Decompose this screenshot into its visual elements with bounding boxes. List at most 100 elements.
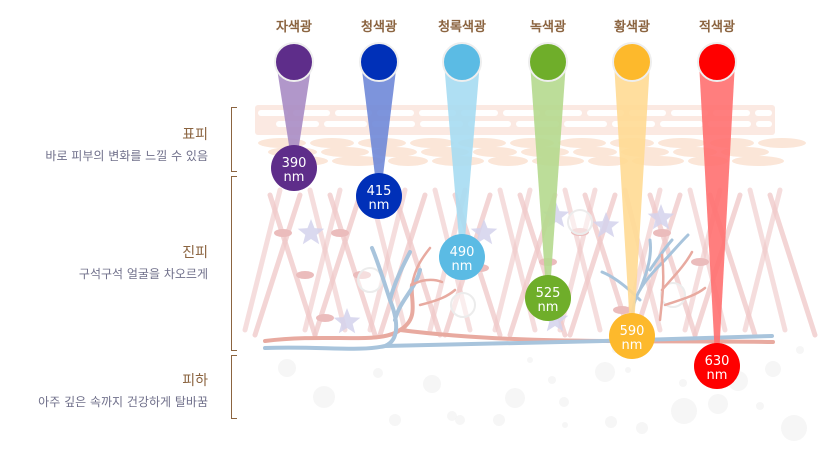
epidermal-cell (321, 147, 369, 157)
fat-cell (625, 367, 631, 373)
wavelength-badge-blue (356, 173, 402, 219)
capillary-left (410, 246, 457, 307)
corneum-brick (468, 121, 511, 127)
corneum-band (255, 105, 775, 135)
beam-red (699, 62, 735, 366)
beam-yellow (614, 62, 650, 336)
epidermal-cell (388, 156, 428, 166)
corneum-brick (564, 121, 607, 127)
wavelength-value-blue: 415 (367, 184, 392, 199)
wavelength-badge-yellow (609, 313, 655, 359)
corneum-brick (671, 110, 708, 116)
collagen-fiber (367, 187, 408, 333)
blood-vessels (263, 233, 775, 351)
corneum-brick (335, 110, 372, 116)
beam-blue (361, 62, 397, 196)
bracket-dermis (231, 176, 237, 351)
epidermal-cell (332, 156, 384, 166)
light-label-red: 적색광 (699, 20, 735, 35)
wavelength-value-red: 630 (705, 354, 730, 369)
fibroblast-star (470, 219, 498, 245)
fat-cell (756, 402, 764, 410)
epidermal-cell (410, 138, 454, 148)
collagen-fiber (327, 192, 378, 338)
collagen-crosslink (296, 271, 314, 279)
beam-cyan (444, 62, 480, 257)
fat-cell (505, 388, 525, 408)
ring-cells (357, 209, 686, 318)
fat-cell (708, 394, 728, 414)
collagen-fiber (632, 192, 683, 338)
source-circle-blue (359, 42, 399, 82)
light-label-yellow: 황색광 (614, 20, 650, 35)
epidermal-cell (310, 138, 354, 148)
wavelength-unit-yellow: nm (622, 338, 643, 353)
epidermal-cell (558, 138, 606, 148)
fat-cell (559, 397, 569, 407)
wavelength-value-yellow: 590 (620, 324, 645, 339)
fat-cell (796, 346, 804, 354)
corneum-brick (756, 121, 772, 127)
fat-cell (455, 415, 465, 425)
wavelength-badge-cyan (439, 234, 485, 280)
ring-cell (450, 292, 476, 318)
layer-hypodermis: 피하 아주 깊은 속까지 건강하게 탈바꿈 (38, 372, 208, 410)
fat-cell (493, 414, 505, 426)
fat-cell (679, 379, 687, 387)
epidermal-cell (488, 156, 528, 166)
collagen-fiber (302, 187, 343, 333)
fat-cell (548, 376, 556, 384)
bracket-epidermis (231, 107, 237, 172)
light-label-green: 녹색광 (530, 20, 566, 35)
fibroblast-star (542, 202, 570, 228)
collagen-fiber (242, 187, 283, 333)
fibroblast-star (647, 204, 675, 230)
epidermal-cell (732, 156, 784, 166)
fat-cell (781, 415, 807, 441)
epidermal-cell (473, 147, 517, 157)
fibroblast-star (297, 219, 325, 245)
source-circle-red (697, 42, 737, 82)
corneum-brick (419, 110, 456, 116)
layer-desc-dermis: 구석구석 얼굴을 차오르게 (78, 267, 208, 281)
wavelength-unit-cyan: nm (452, 259, 473, 274)
wavelength-badge-red (694, 343, 740, 389)
wavelength-value-violet: 390 (282, 156, 307, 171)
fat-cell (447, 411, 457, 421)
layer-epidermis: 표피 바로 피부의 변화를 느낄 수 있음 (45, 126, 208, 164)
corneum-brick (258, 110, 288, 116)
collagen-crosslink (331, 229, 349, 237)
light-label-cyan: 청록색광 (438, 20, 486, 35)
corneum-brick (660, 121, 703, 127)
epidermal-cell (632, 156, 684, 166)
beam-violet (276, 62, 312, 168)
collagen-fiber (742, 187, 783, 333)
source-circle-green (528, 42, 568, 82)
wavelength-value-cyan: 490 (450, 245, 475, 260)
fat-cell (595, 362, 615, 382)
collagen-crosslink (274, 229, 292, 237)
fat-cell (389, 414, 401, 426)
wavelength-value-green: 525 (536, 286, 561, 301)
stratum-corneum (255, 105, 775, 135)
fat-cell (671, 398, 697, 424)
fat-cell (373, 368, 383, 378)
collagen-crosslink (653, 229, 671, 237)
layer-desc-hypodermis: 아주 깊은 속까지 건강하게 탈바꿈 (38, 395, 208, 409)
vein-branch-right (600, 233, 690, 322)
collagen-fiber (492, 187, 533, 333)
epidermal-cell (721, 147, 769, 157)
layer-name-hypodermis: 피하 (182, 373, 208, 389)
wavelength-unit-red: nm (707, 368, 728, 383)
layer-name-epidermis: 표피 (182, 127, 208, 143)
collagen-fiber (252, 192, 303, 338)
ring-cell (567, 209, 593, 235)
collagen-fiber (307, 187, 348, 333)
collagen-fiber (767, 192, 818, 338)
